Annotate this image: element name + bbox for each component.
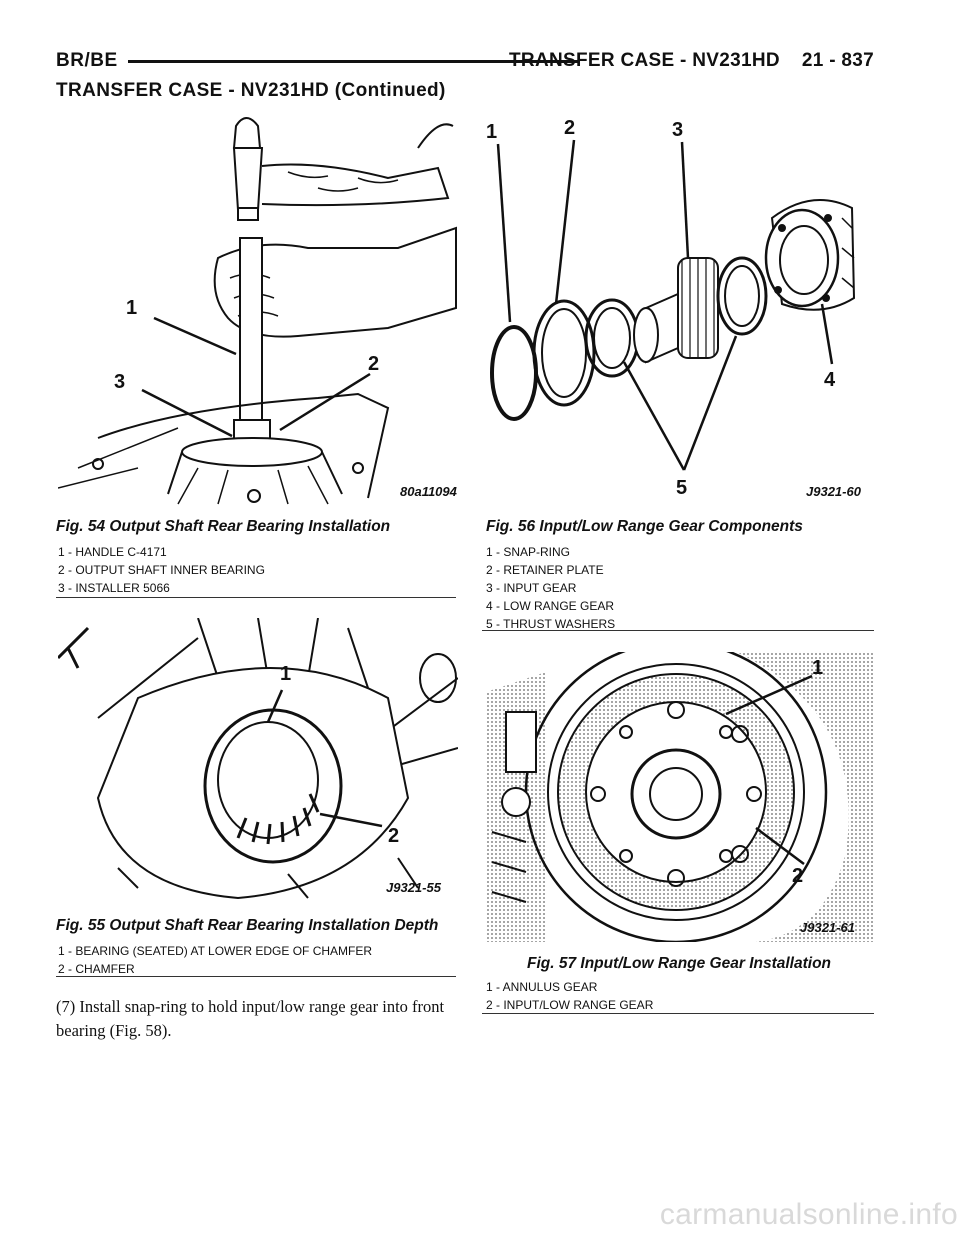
fig57-code: J9321-61 bbox=[800, 920, 855, 935]
header-right: TRANSFER CASE - NV231HD 21 - 837 bbox=[509, 50, 874, 72]
fig57-legend-item: 1 - ANNULUS GEAR bbox=[486, 980, 598, 994]
fig57-illustration: 1 2 bbox=[486, 652, 874, 942]
watermark: carmanualsonline.info bbox=[659, 1198, 958, 1231]
fig54-legend: 1 - HANDLE C-4171 2 - OUTPUT SHAFT INNER… bbox=[58, 543, 265, 597]
fig56-callout-3: 3 bbox=[672, 119, 683, 141]
fig57-legend: 1 - ANNULUS GEAR 2 - INPUT/LOW RANGE GEA… bbox=[486, 978, 653, 1014]
fig57-rule bbox=[482, 1013, 874, 1014]
header-rule bbox=[128, 60, 578, 63]
header-title: TRANSFER CASE - NV231HD bbox=[509, 50, 780, 71]
fig56-callout-1: 1 bbox=[486, 121, 497, 143]
fig56-callout-5: 5 bbox=[676, 477, 687, 499]
fig54-code: 80a11094 bbox=[400, 484, 457, 499]
fig56-legend-item: 2 - RETAINER PLATE bbox=[486, 563, 604, 577]
fig56-legend-item: 5 - THRUST WASHERS bbox=[486, 617, 616, 631]
fig55-callout-2: 2 bbox=[388, 825, 399, 847]
fig56-code: J9321-60 bbox=[806, 484, 861, 499]
fig56-legend-item: 3 - INPUT GEAR bbox=[486, 581, 577, 595]
fig54-caption: Fig. 54 Output Shaft Rear Bearing Instal… bbox=[56, 518, 391, 535]
fig55-illustration: 1 2 bbox=[58, 618, 458, 900]
fig54-callout-2: 2 bbox=[368, 353, 379, 375]
fig55-legend-item: 2 - CHAMFER bbox=[58, 962, 135, 976]
fig54-legend-item: 2 - OUTPUT SHAFT INNER BEARING bbox=[58, 563, 265, 577]
fig57-callout-1: 1 bbox=[812, 657, 823, 679]
fig56-legend: 1 - SNAP-RING 2 - RETAINER PLATE 3 - INP… bbox=[486, 543, 615, 633]
fig55-caption: Fig. 55 Output Shaft Rear Bearing Instal… bbox=[56, 917, 439, 934]
fig54-callout-1: 1 bbox=[126, 297, 137, 319]
fig56-caption: Fig. 56 Input/Low Range Gear Components bbox=[486, 518, 803, 535]
header-model: BR/BE bbox=[56, 50, 118, 71]
fig55-rule bbox=[56, 976, 456, 977]
section-title: TRANSFER CASE - NV231HD (Continued) bbox=[56, 80, 446, 101]
fig54-callout-3: 3 bbox=[114, 371, 125, 393]
fig54-legend-item: 1 - HANDLE C-4171 bbox=[58, 545, 167, 559]
fig56-legend-item: 4 - LOW RANGE GEAR bbox=[486, 599, 615, 613]
fig55-callout-1: 1 bbox=[280, 663, 291, 685]
fig56-legend-item: 1 - SNAP-RING bbox=[486, 545, 571, 559]
fig54-legend-item: 3 - INSTALLER 5066 bbox=[58, 581, 170, 595]
fig57-legend-item: 2 - INPUT/LOW RANGE GEAR bbox=[486, 998, 654, 1012]
page-number: 21 - 837 bbox=[801, 50, 874, 71]
body-paragraph: (7) Install snap-ring to hold input/low … bbox=[56, 997, 445, 1040]
fig55-legend: 1 - BEARING (SEATED) AT LOWER EDGE OF CH… bbox=[58, 942, 372, 978]
fig55-code: J9321-55 bbox=[386, 880, 441, 895]
fig54-illustration: 1 2 3 bbox=[58, 117, 457, 505]
fig56-callout-2: 2 bbox=[564, 117, 575, 139]
fig54-rule bbox=[56, 597, 456, 598]
fig57-caption: Fig. 57 Input/Low Range Gear Installatio… bbox=[527, 955, 832, 972]
fig56-illustration: 1 2 3 4 5 bbox=[486, 117, 856, 499]
fig57-callout-2: 2 bbox=[792, 865, 803, 887]
fig56-callout-4: 4 bbox=[824, 369, 836, 391]
fig56-rule bbox=[482, 630, 874, 631]
fig55-legend-item: 1 - BEARING (SEATED) AT LOWER EDGE OF CH… bbox=[58, 944, 373, 958]
